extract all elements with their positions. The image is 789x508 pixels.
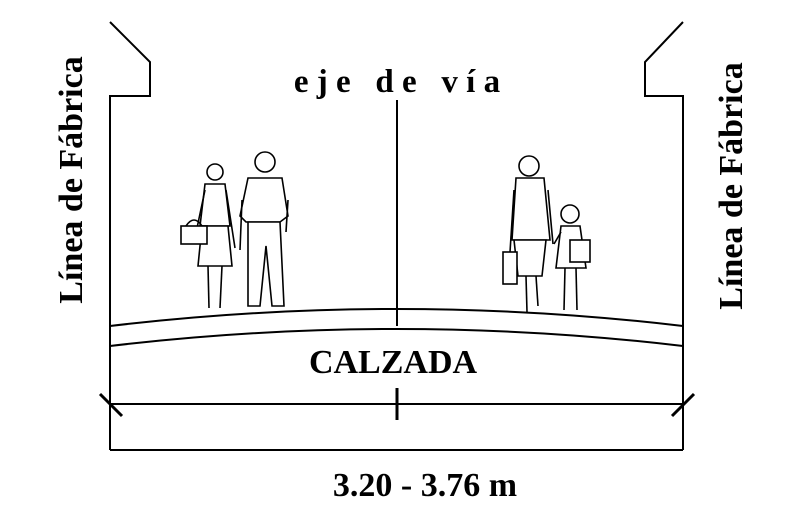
- dimension-line: [98, 388, 696, 451]
- left-building-line: [109, 21, 151, 450]
- roadway-label: CALZADA: [309, 344, 478, 381]
- right-facade-label: Línea de Fábrica: [713, 62, 750, 309]
- road-surface-top: [109, 308, 684, 327]
- pedestrian-child: [553, 204, 591, 311]
- pedestrian-man: [239, 151, 289, 307]
- road-surface-bottom: [109, 328, 684, 347]
- road-axis-label: e j e d e v í a: [294, 64, 500, 100]
- left-facade-label: Línea de Fábrica: [53, 56, 90, 303]
- width-dimension-label: 3.20 - 3.76 m: [333, 467, 517, 504]
- pedestrian-woman-with-briefcase: [502, 155, 554, 313]
- right-building-line: [644, 21, 684, 450]
- pedestrian-woman-with-bag: [180, 163, 236, 309]
